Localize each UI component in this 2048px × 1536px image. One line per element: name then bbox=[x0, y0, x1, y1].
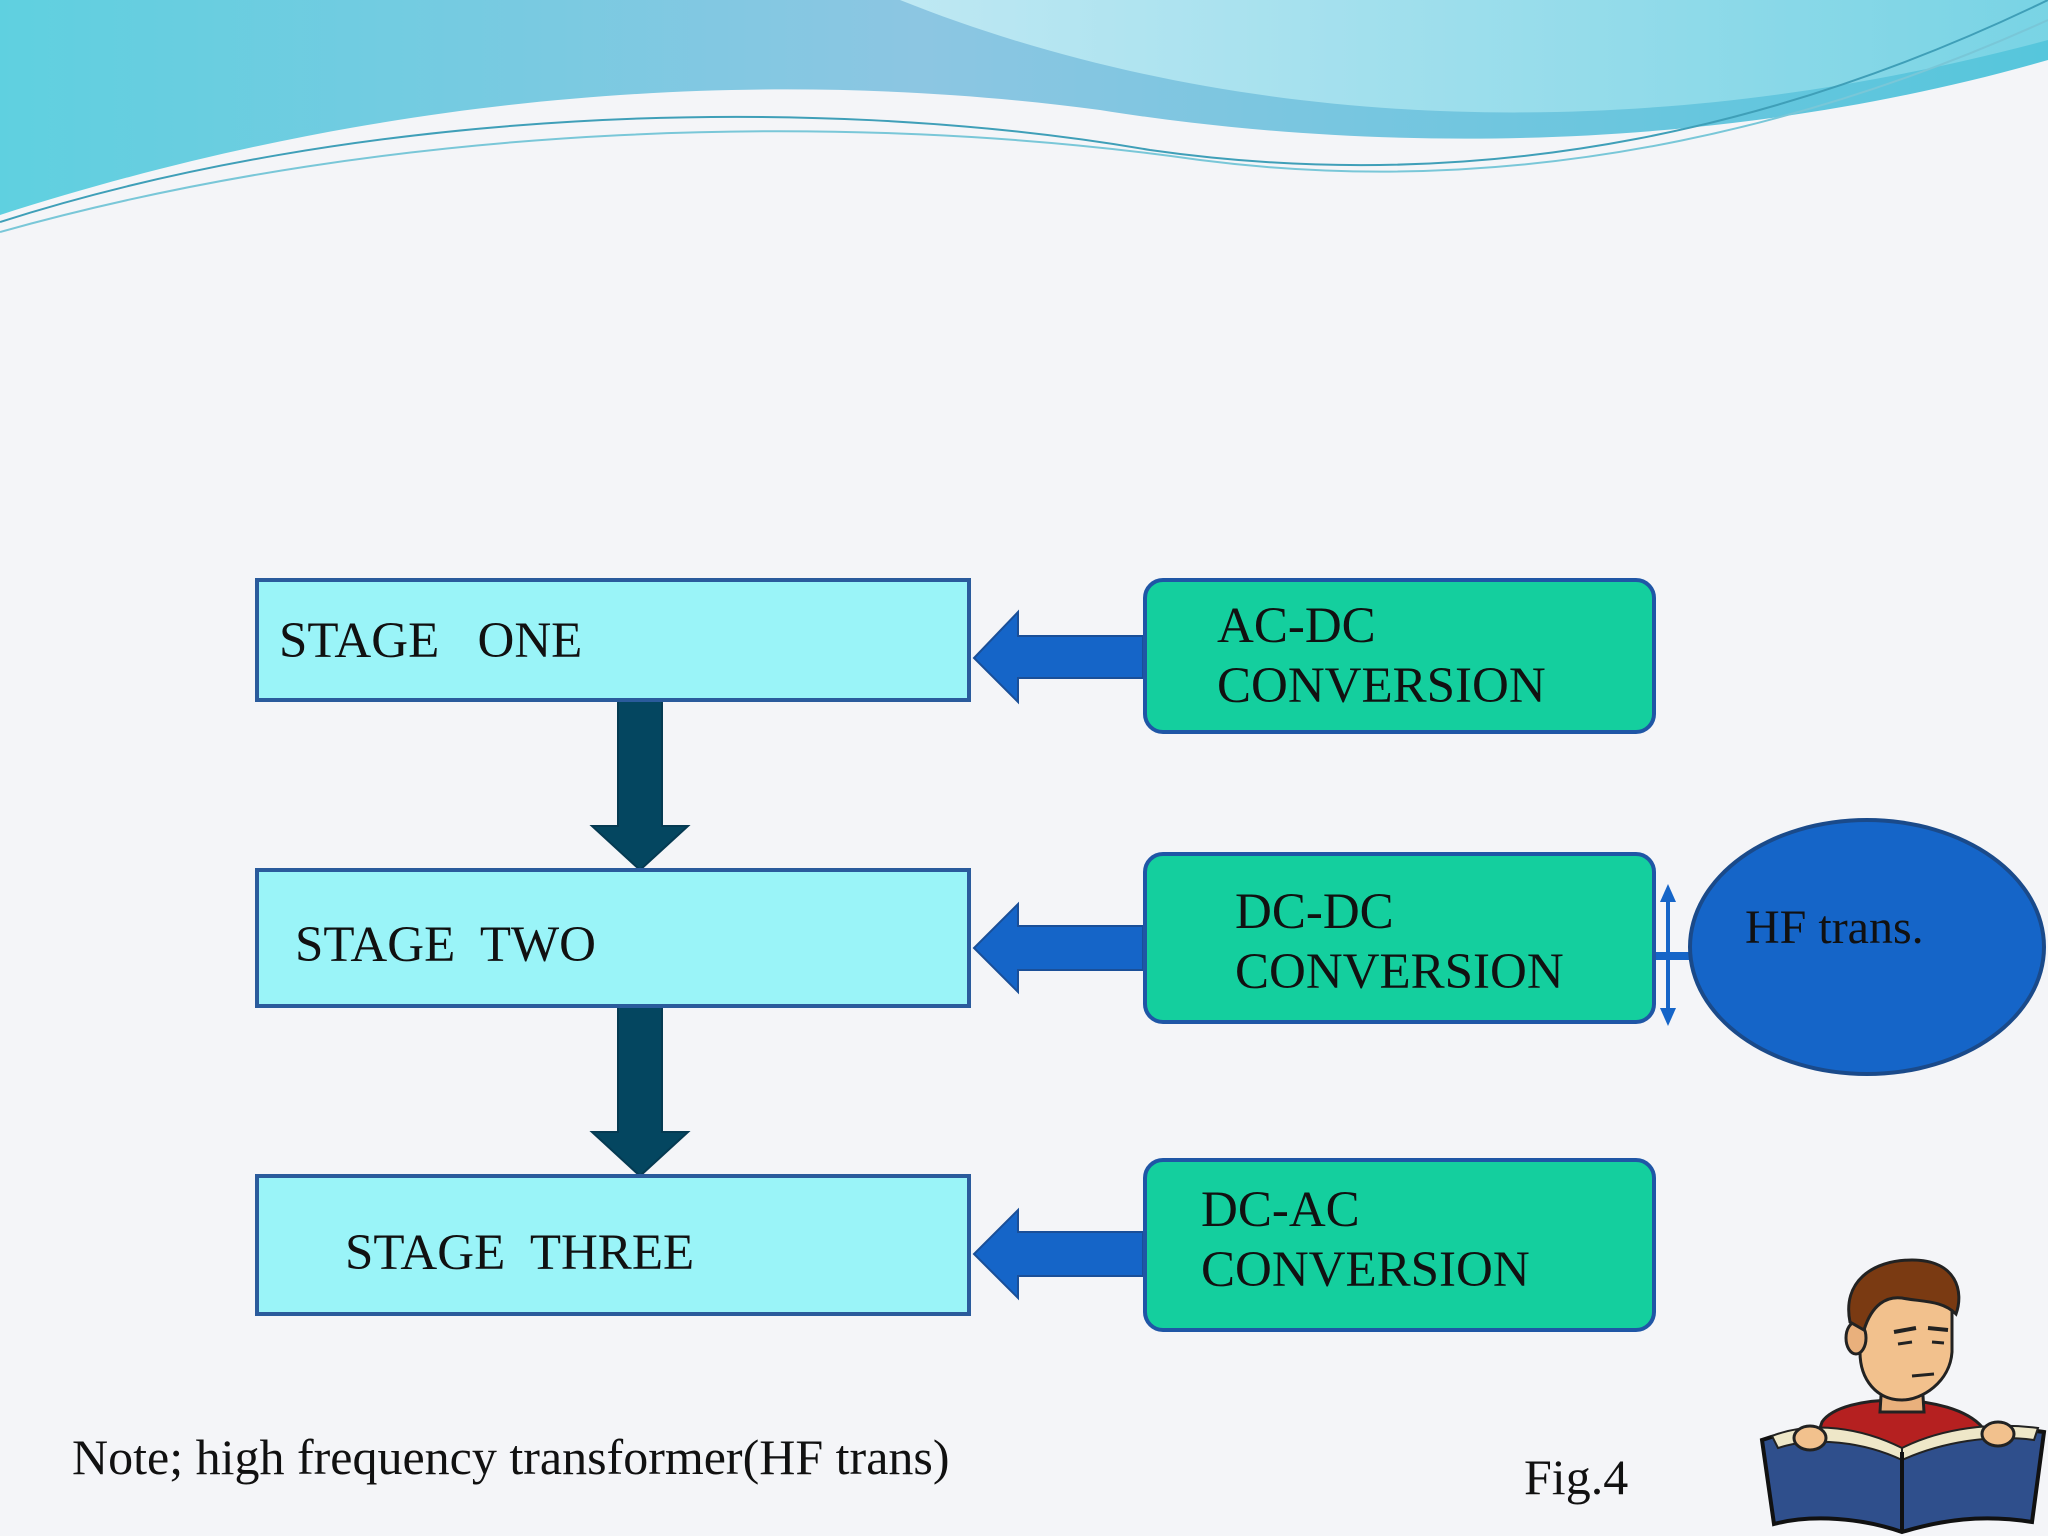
left-arrow-2 bbox=[972, 901, 1144, 995]
hf-connector bbox=[1656, 884, 1690, 1026]
figure-label: Fig.4 bbox=[1524, 1449, 1629, 1505]
dc-ac-conversion-box: DC-AC CONVERSION bbox=[1143, 1158, 1656, 1332]
ac-dc-line1: AC-DC bbox=[1217, 598, 1376, 654]
left-arrow-3 bbox=[972, 1207, 1144, 1301]
stage-one-box: STAGE ONE bbox=[255, 578, 971, 702]
hf-transformer-label: HF trans. bbox=[1745, 901, 1924, 954]
dc-dc-line2: CONVERSION bbox=[1235, 944, 1564, 1000]
person-reading-book-icon bbox=[1759, 1258, 2047, 1535]
dc-dc-conversion-box: DC-DC CONVERSION bbox=[1143, 852, 1656, 1024]
stage-one-label: STAGE ONE bbox=[279, 613, 583, 669]
dc-ac-line2: CONVERSION bbox=[1201, 1242, 1530, 1298]
down-arrow-2 bbox=[589, 1005, 691, 1178]
stage-two-box: STAGE TWO bbox=[255, 868, 971, 1008]
hf-transformer-ellipse bbox=[1688, 818, 2046, 1076]
stage-three-box: STAGE THREE bbox=[255, 1174, 971, 1316]
ac-dc-conversion-box: AC-DC CONVERSION bbox=[1143, 578, 1656, 734]
dc-dc-line1: DC-DC bbox=[1235, 884, 1394, 940]
left-arrow-1 bbox=[972, 609, 1144, 705]
stage-three-label: STAGE THREE bbox=[345, 1225, 695, 1281]
note-text: Note; high frequency transformer(HF tran… bbox=[72, 1429, 950, 1485]
ac-dc-line2: CONVERSION bbox=[1217, 658, 1546, 714]
header-wave bbox=[0, 0, 2048, 233]
dc-ac-line1: DC-AC bbox=[1201, 1182, 1360, 1238]
down-arrow-1 bbox=[589, 699, 691, 872]
stage-two-label: STAGE TWO bbox=[295, 917, 596, 973]
